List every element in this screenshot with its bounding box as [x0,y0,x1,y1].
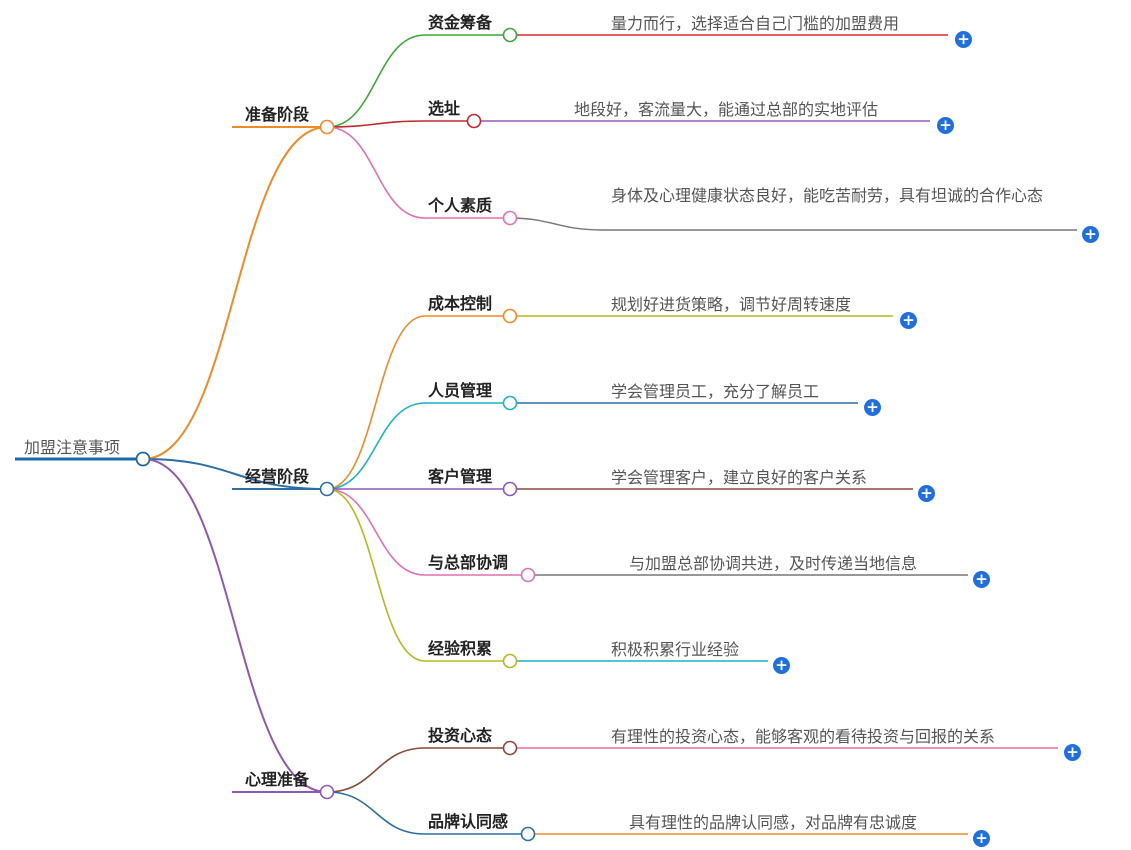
child-connector [326,402,426,490]
child-connector [326,488,426,662]
branch-topic[interactable]: 经营阶段 [245,467,310,486]
subtopic-note[interactable]: 学会管理员工，充分了解员工 [611,382,820,401]
subtopic-note[interactable]: 有理性的投资心态，能够客观的看待投资与回报的关系 [611,727,996,746]
expand-plus-icon[interactable]: + [1064,744,1081,761]
subtopic-note[interactable]: 与加盟总部协调共进，及时传递当地信息 [629,554,918,573]
subtopic[interactable]: 资金筹备 [428,13,493,32]
subtopic-note[interactable]: 地段好，客流量大，能通过总部的实地评估 [574,100,879,119]
child-connector [326,120,426,128]
subtopic[interactable]: 品牌认同感 [428,812,509,831]
subtopic-note[interactable]: 身体及心理健康状态良好，能吃苦耐劳，具有坦诚的合作心态 [611,186,1044,205]
subtopic-node-circle [502,27,518,43]
child-connector [326,488,426,576]
expand-plus-icon[interactable]: + [937,117,954,134]
branch-node-circle [319,119,335,135]
branch-node-circle [319,784,335,800]
expand-plus-icon[interactable]: + [864,399,881,416]
subtopic-node-circle [502,740,518,756]
subtopic-note[interactable]: 学会管理客户，建立良好的客户关系 [611,468,868,487]
subtopic-node-circle [466,113,482,129]
subtopic-node-circle [502,395,518,411]
expand-plus-icon[interactable]: + [973,830,990,847]
subtopic[interactable]: 成本控制 [428,294,493,313]
branch-topic[interactable]: 准备阶段 [245,105,310,124]
subtopic[interactable]: 客户管理 [428,467,493,486]
subtopic-note[interactable]: 具有理性的品牌认同感，对品牌有忠诚度 [629,813,918,832]
subtopic-node-circle [502,653,518,669]
root-node-circle [135,451,151,467]
subtopic[interactable]: 与总部协调 [428,553,509,572]
leaf-connector [509,217,1077,231]
child-connector [326,315,426,490]
branch-connector [142,458,328,490]
subtopic[interactable]: 投资心态 [428,726,493,745]
subtopic-node-circle [520,567,536,583]
child-connector [326,791,426,835]
subtopic-note[interactable]: 量力而行，选择适合自己门槛的加盟费用 [611,14,900,33]
expand-plus-icon[interactable]: + [773,657,790,674]
branch-topic[interactable]: 心理准备 [245,770,310,789]
child-connector [326,34,426,128]
subtopic[interactable]: 经验积累 [428,639,493,658]
subtopic-node-circle [502,308,518,324]
branch-node-circle [319,481,335,497]
child-connector [326,747,426,793]
expand-plus-icon[interactable]: + [973,571,990,588]
subtopic[interactable]: 人员管理 [428,381,493,400]
expand-plus-icon[interactable]: + [955,31,972,48]
subtopic-node-circle [502,481,518,497]
expand-plus-icon[interactable]: + [900,312,917,329]
subtopic-note[interactable]: 规划好进货策略，调节好周转速度 [611,295,852,314]
expand-plus-icon[interactable]: + [1082,226,1099,243]
expand-plus-icon[interactable]: + [918,485,935,502]
subtopic-node-circle [520,826,536,842]
branch-connector [142,126,328,460]
child-connector [326,126,426,219]
subtopic[interactable]: 选址 [428,99,461,118]
subtopic-node-circle [502,210,518,226]
root-topic[interactable]: 加盟注意事项 [24,438,121,457]
subtopic-note[interactable]: 积极积累行业经验 [611,640,740,659]
subtopic[interactable]: 个人素质 [428,196,493,215]
branch-connector [142,458,328,793]
